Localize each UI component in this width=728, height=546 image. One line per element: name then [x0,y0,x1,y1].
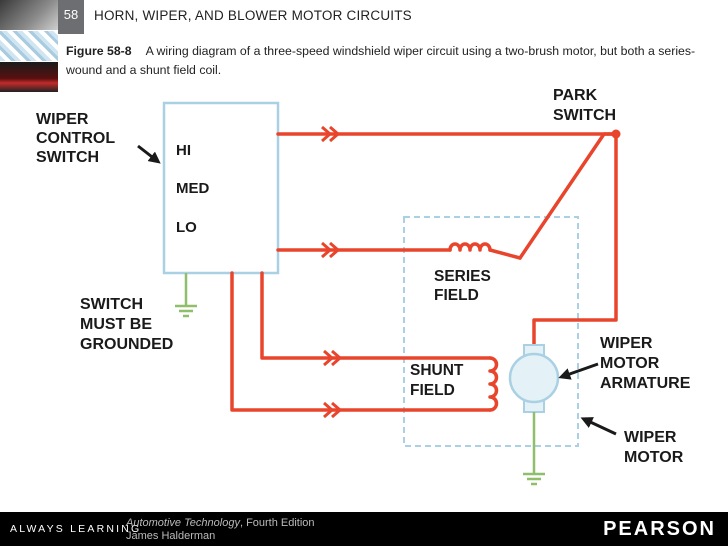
lo-wire [230,271,492,412]
book-title: Automotive Technology [126,517,240,529]
hi-wire [276,132,618,347]
switch-ground-symbol [175,273,197,318]
wiper-motor-symbol [508,344,560,413]
shunt-wire [260,271,492,360]
wiper-control-switch-box [162,101,280,275]
switch-position-lo: LO [176,219,197,236]
series-field-coil [448,242,492,252]
caption-text: A wiring diagram of a three-speed windsh… [66,44,696,77]
always-learning-logo: ALWAYS LEARNING [10,523,142,535]
chapter-number: 58 [58,0,84,34]
circuit-wires [230,132,618,412]
wiper-control-switch-label: WIPER CONTROL SWITCH [36,111,119,166]
thumbnail-car-image [0,62,58,92]
switch-grounded-label: SWITCH MUST BE GROUNDED [80,296,173,353]
pointer-arrows [137,144,617,436]
series-field-wire [488,248,522,260]
shunt-field-label: SHUNT FIELD [410,362,468,399]
figure-label: Figure 58-8 [66,44,132,58]
series-field-label: SERIES FIELD [434,268,495,304]
wiper-motor-armature-label: WIPER MOTOR ARMATURE [600,335,691,392]
wiper-motor-housing [403,216,579,447]
header-thumbnails [0,0,58,92]
thumbnail-crystal-image [0,31,58,61]
thumbnail-engine-image [0,0,58,30]
book-edition: , Fourth Edition [239,517,315,529]
motor-ground-symbol [523,412,545,486]
switch-position-med: MED [176,180,210,197]
book-author: James Halderman [126,530,216,542]
pearson-logo: PEARSON [603,518,716,540]
chapter-title: HORN, WIPER, AND BLOWER MOTOR CIRCUITS [94,8,412,23]
footer-bar: ALWAYS LEARNING Automotive Technology, F… [0,512,728,546]
park-switch-label: PARK SWITCH [553,87,616,124]
shunt-field-coil [488,356,499,412]
wiper-motor-label: WIPER MOTOR [624,429,684,466]
park-switch-contact [518,132,618,260]
flow-chevrons [321,125,343,419]
book-citation: Automotive Technology, Fourth Edition Ja… [126,517,315,543]
switch-position-hi: HI [176,142,191,159]
park-switch-dot [611,129,621,139]
